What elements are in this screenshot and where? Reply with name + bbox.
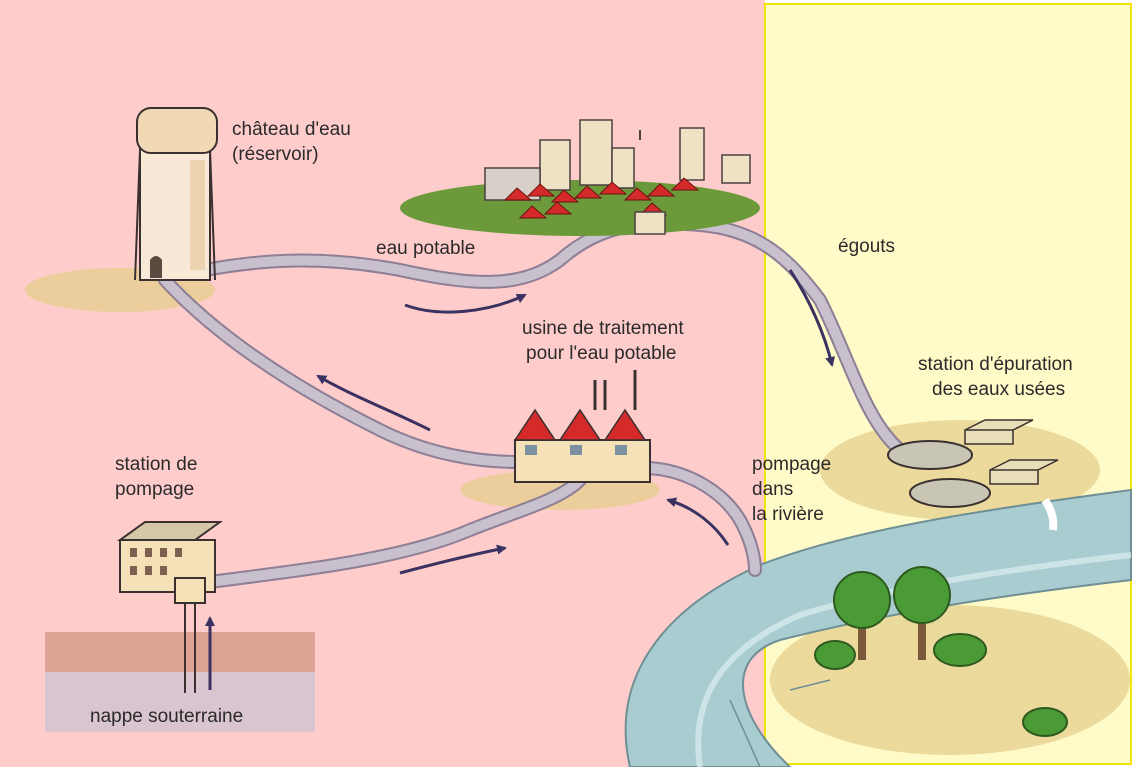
label-usine-line2: pour l'eau potable: [522, 341, 684, 366]
label-chateau-line2: (réservoir): [232, 142, 351, 167]
label-egouts: égouts: [838, 234, 895, 259]
label-chateau-line1: château d'eau: [232, 117, 351, 142]
label-usine-line1: usine de traitement: [522, 316, 684, 341]
label-riviere-line1: pompage: [752, 452, 831, 477]
label-chateau-eau: château d'eau (réservoir): [232, 117, 351, 167]
label-usine: usine de traitement pour l'eau potable: [522, 316, 684, 366]
label-pompage-line1: station de: [115, 452, 197, 477]
label-pompage-riviere: pompage dans la rivière: [752, 452, 831, 527]
label-nappe-souterraine: nappe souterraine: [90, 704, 243, 729]
label-pompage-line2: pompage: [115, 477, 197, 502]
label-epuration-line1: station d'épuration: [918, 352, 1073, 377]
water-tower-icon: [135, 108, 217, 280]
label-epuration-line2: des eaux usées: [918, 377, 1073, 402]
label-eau-potable: eau potable: [376, 236, 475, 261]
label-riviere-line3: la rivière: [752, 502, 831, 527]
label-riviere-line2: dans: [752, 477, 831, 502]
label-station-pompage: station de pompage: [115, 452, 197, 502]
label-station-epuration: station d'épuration des eaux usées: [918, 352, 1073, 402]
